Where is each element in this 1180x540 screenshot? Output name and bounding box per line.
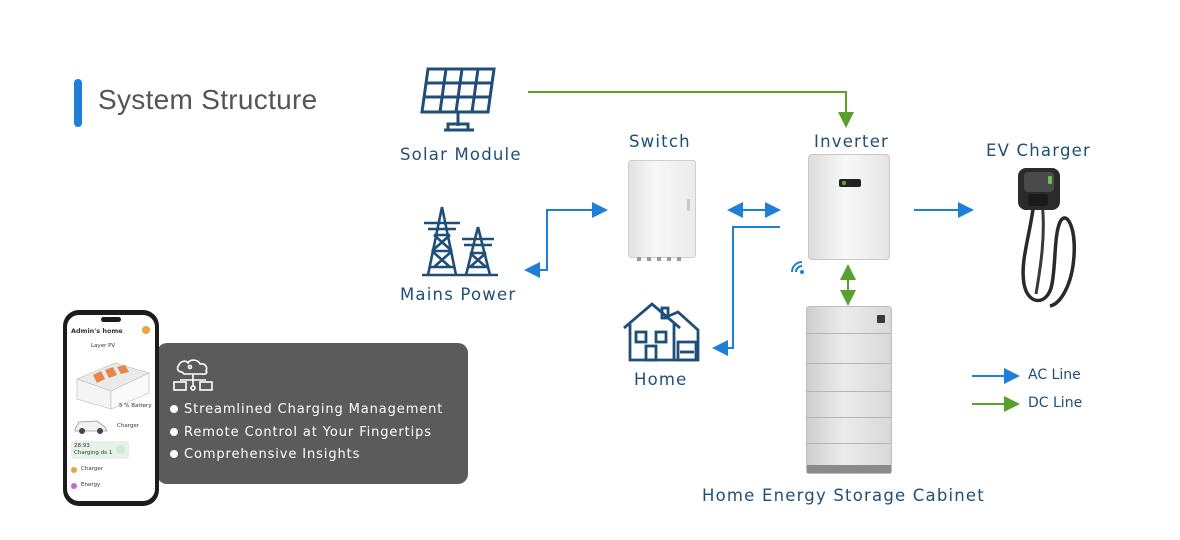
ev-charger-icon [1018,168,1076,308]
legend-ac-label: AC Line [1028,367,1081,383]
switch-device [628,160,696,261]
charging-card[interactable]: 28.93 Charging ds 1 [71,441,129,459]
app-charger-label: Charger [117,423,139,429]
label-solar-module: Solar Module [400,145,522,164]
app-list-energy[interactable]: Energy [81,482,101,488]
label-inverter: Inverter [814,132,890,151]
feature-panel [157,343,468,484]
solar-panel-icon [420,67,496,132]
label-mains-power: Mains Power [400,285,517,304]
app-header: Admin's home [71,327,123,335]
cloud-network-icon [173,359,213,391]
app-battery-label: 5 % Battery [119,403,152,409]
title-accent-bar [74,79,82,127]
label-ev-charger: EV Charger [986,141,1091,160]
bullet-icon [170,449,178,458]
bullet-icon [170,404,178,413]
power-tower-icon [422,206,498,277]
ac-line-inverter-home [712,226,780,356]
label-storage-cabinet: Home Energy Storage Cabinet [702,486,985,505]
ac-line-mains-switch [524,202,608,278]
feature-item-remote: Remote Control at Your Fingertips [170,425,432,440]
app-pv-label: Layer PV [91,343,116,349]
house-icon [623,302,700,362]
bullet-icon [170,427,178,436]
inverter-device [808,154,890,260]
phone-screen: Admin's home Layer PV 5 % Battery Charge… [67,315,155,501]
dc-line-solar-inverter [528,91,854,128]
house-illustration-icon [76,362,150,410]
feature-item-insights: Comprehensive Insights [170,447,360,462]
feature-item-charging: Streamlined Charging Management [170,402,443,417]
energy-storage-cabinet [806,306,892,474]
wifi-signal-icon [791,261,804,274]
energy-list-icon [71,483,77,489]
legend-dc-label: DC Line [1028,395,1083,411]
page-title: System Structure [98,84,318,115]
app-list-charger[interactable]: Charger [81,466,103,472]
avatar[interactable] [142,326,150,334]
label-home: Home [634,370,688,389]
label-switch: Switch [629,132,691,151]
car-icon [74,420,108,434]
charger-list-icon [71,467,77,473]
